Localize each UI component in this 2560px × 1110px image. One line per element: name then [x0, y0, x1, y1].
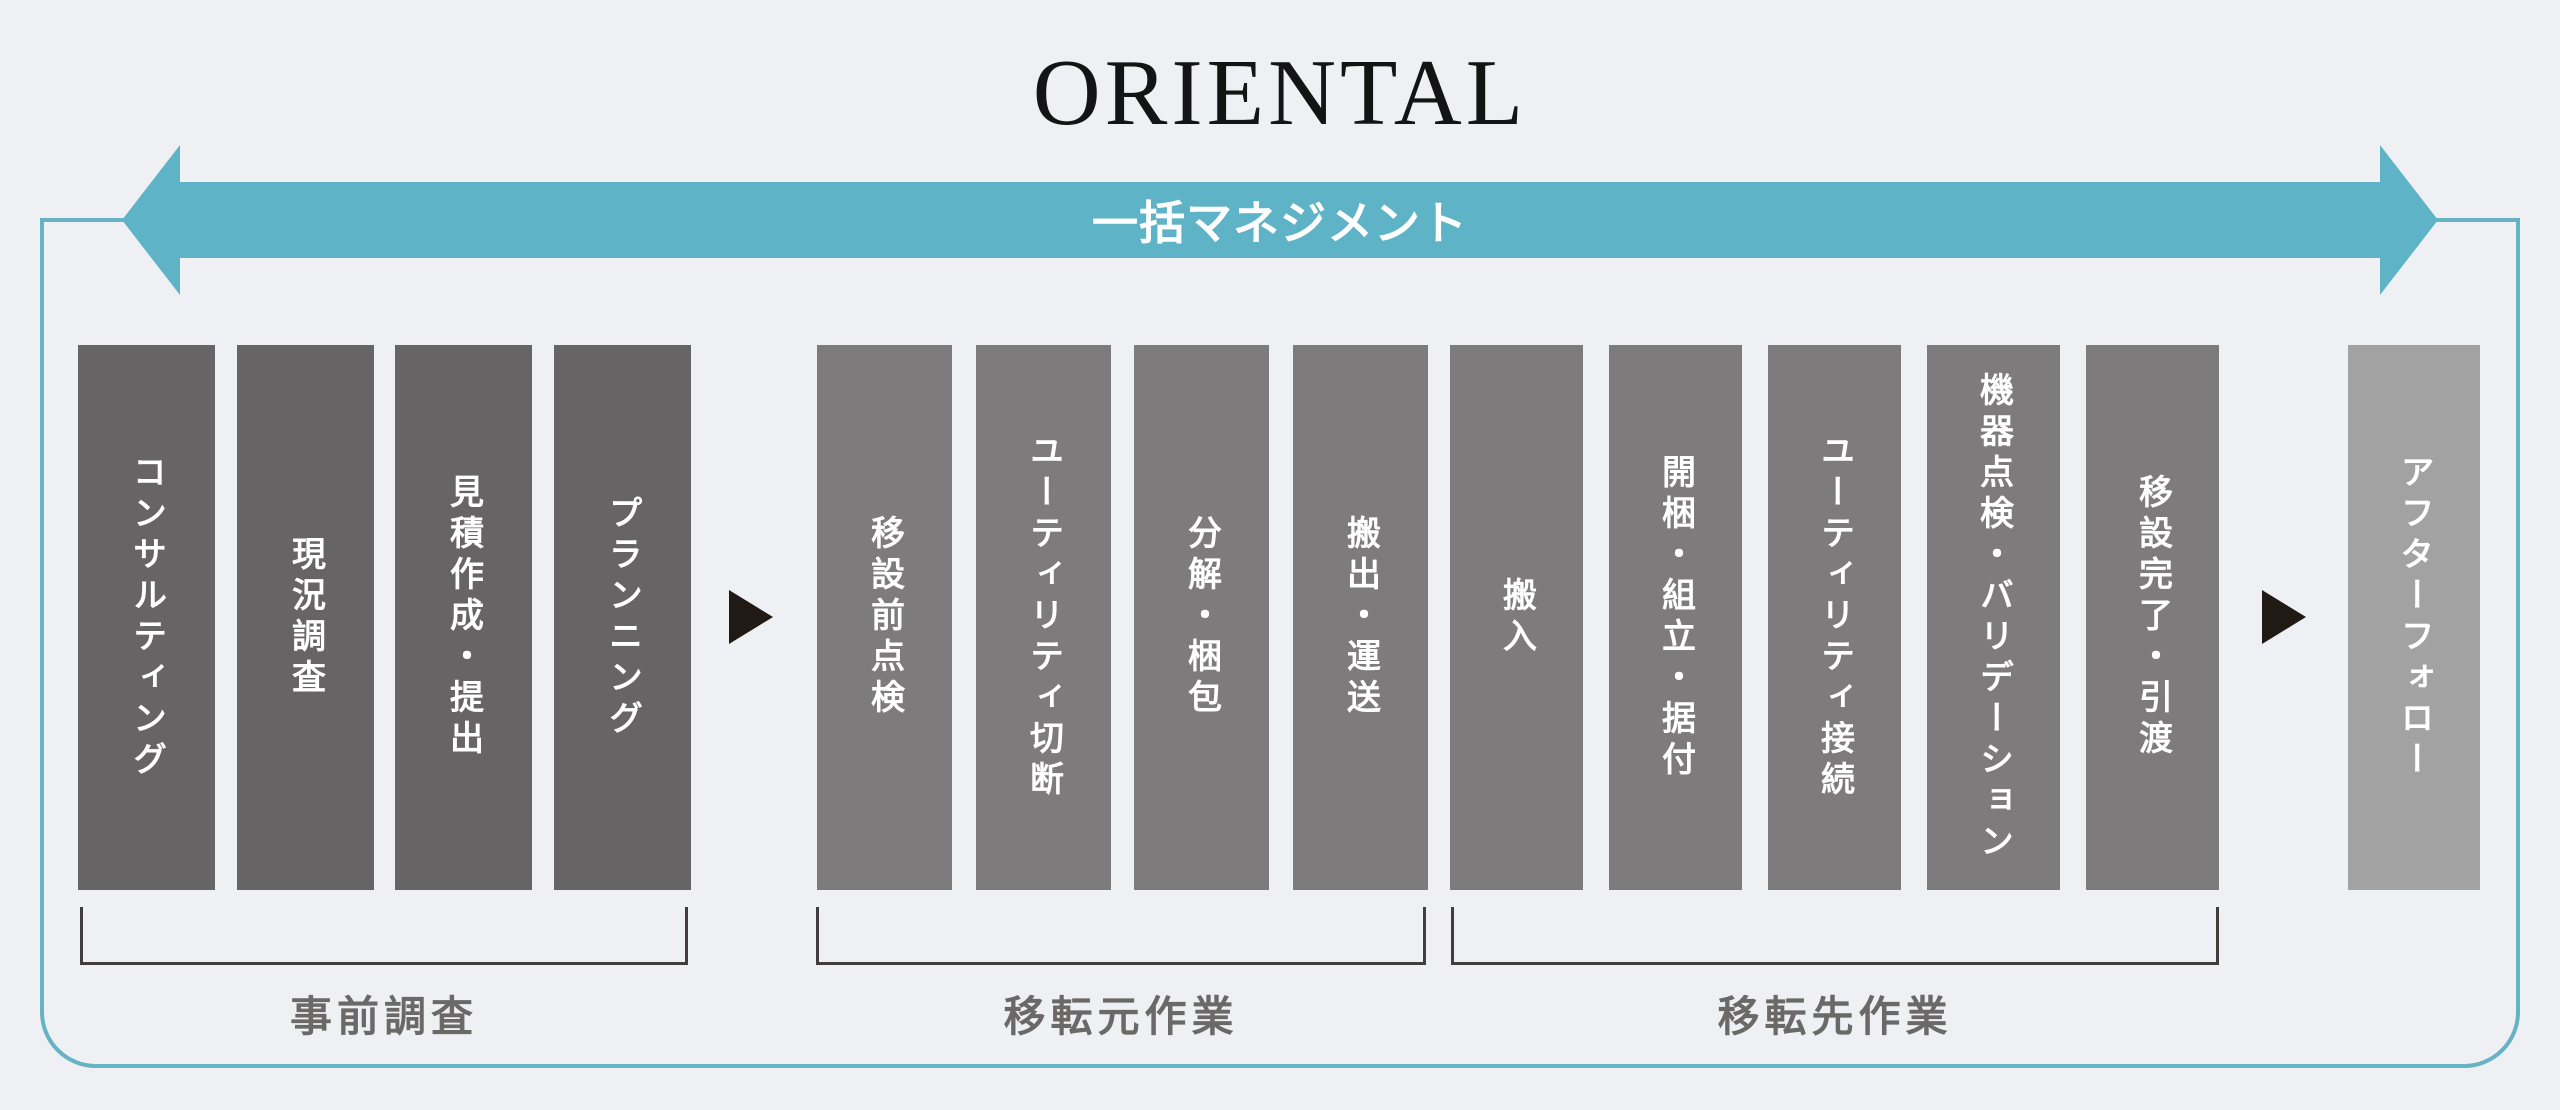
group-label: 移転先作業 [1717, 993, 1953, 1040]
group-label: 移転元作業 [1003, 993, 1239, 1040]
banner-arrowhead-right-icon [2380, 145, 2438, 295]
process-step-label: プランニング [603, 494, 642, 741]
process-step-bar: 搬出・運送 [1293, 345, 1428, 890]
process-step-bar: 開梱・組立・据付 [1609, 345, 1742, 890]
group-bracket [1451, 907, 2219, 965]
process-step-label: 分解・梱包 [1182, 515, 1221, 720]
brand-logo: ORIENTAL [1032, 41, 1528, 145]
process-step-bar: 機器点検・バリデーション [1927, 345, 2060, 890]
process-step-label: 見積作成・提出 [444, 474, 483, 761]
process-step-bar: プランニング [554, 345, 691, 890]
after-follow-label: アフターフォロー [2395, 453, 2433, 782]
process-step-label: 開梱・組立・据付 [1656, 453, 1695, 782]
process-step-label: 移設前点検 [865, 515, 904, 720]
process-step-bar: 現況調査 [237, 345, 374, 890]
process-step-label: 移設完了・引渡 [2133, 474, 2172, 761]
process-step-label: 現況調査 [286, 535, 325, 700]
process-step-bar: 移設完了・引渡 [2086, 345, 2219, 890]
process-step-label: 機器点検・バリデーション [1974, 371, 2013, 864]
process-step-bar: 移設前点検 [817, 345, 952, 890]
flow-arrow-icon [2262, 590, 2306, 644]
process-step-bar: 見積作成・提出 [395, 345, 532, 890]
process-step-label: コンサルティング [127, 453, 166, 782]
process-step-bar: ユーティリティ接続 [1768, 345, 1901, 890]
process-step-label: 搬入 [1497, 576, 1536, 659]
process-step-label: 搬出・運送 [1341, 515, 1380, 720]
process-step-bar: コンサルティング [78, 345, 215, 890]
flow-arrow-icon [729, 590, 773, 644]
management-banner-arrow: 一括マネジメント [180, 182, 2380, 258]
process-step-label: ユーティリティ接続 [1815, 433, 1854, 802]
management-banner-label: 一括マネジメント [1092, 197, 1468, 249]
group-bracket [816, 907, 1426, 965]
process-step-bar: 搬入 [1450, 345, 1583, 890]
group-label: 事前調査 [289, 993, 478, 1040]
banner-arrowhead-left-icon [122, 145, 180, 295]
process-step-bar: 分解・梱包 [1134, 345, 1269, 890]
after-follow-bar: アフターフォロー [2348, 345, 2480, 890]
group-bracket [80, 907, 688, 965]
process-step-bar: ユーティリティ切断 [976, 345, 1111, 890]
process-step-label: ユーティリティ切断 [1024, 433, 1063, 802]
